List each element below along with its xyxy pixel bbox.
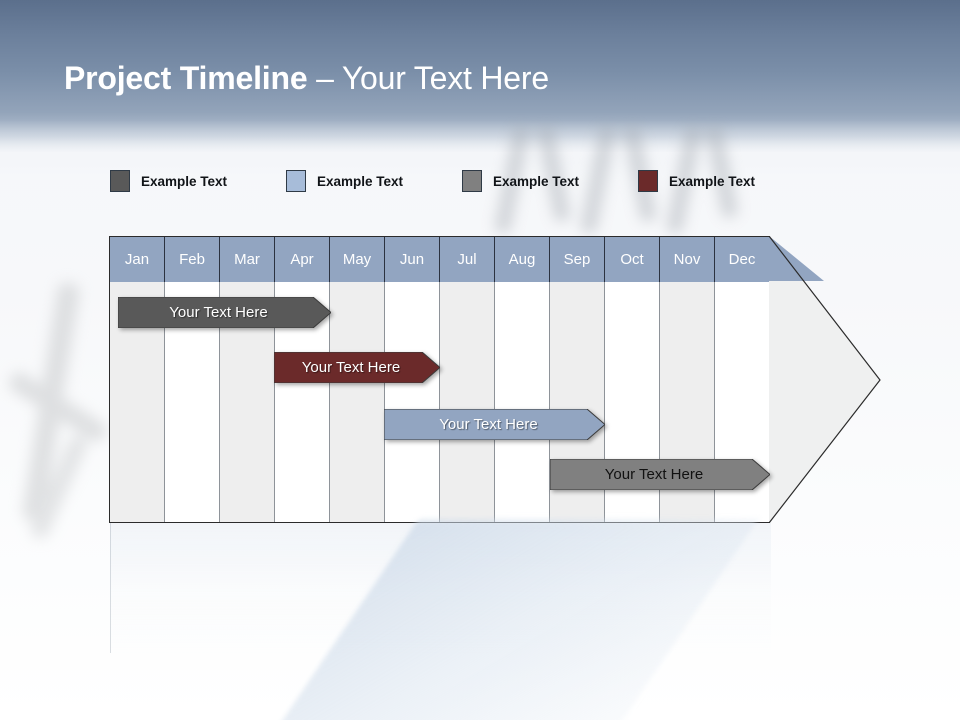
- legend-item-1[interactable]: Example Text: [110, 167, 227, 195]
- task-bar-shape: [550, 459, 770, 490]
- legend-swatch-icon: [462, 170, 482, 192]
- page-title: Project Timeline – Your Text Here: [64, 58, 549, 98]
- month-column-jan: [110, 237, 165, 522]
- month-column-jun: [385, 237, 440, 522]
- task-bar-1[interactable]: Your Text Here: [118, 297, 331, 328]
- task-bar-2[interactable]: Your Text Here: [274, 352, 440, 383]
- legend-swatch-icon: [110, 170, 130, 192]
- task-bar-3[interactable]: Your Text Here: [384, 409, 605, 440]
- legend-label: Example Text: [141, 173, 228, 189]
- task-bar-label: Your Text Here: [604, 466, 704, 483]
- month-column-aug: [495, 237, 550, 522]
- title-light-part: – Your Text Here: [307, 60, 549, 96]
- task-bar-label: Your Text Here: [439, 416, 538, 433]
- task-bar-shape: [384, 409, 605, 440]
- task-bar-shape: [118, 297, 331, 328]
- month-column-feb: [165, 237, 220, 522]
- legend-label: Example Text: [317, 173, 404, 189]
- legend-item-2[interactable]: Example Text: [286, 167, 403, 195]
- legend-item-4[interactable]: Example Text: [638, 167, 755, 195]
- task-bar-label: Your Text Here: [301, 359, 401, 376]
- legend-swatch-icon: [638, 170, 658, 192]
- legend-swatch-icon: [286, 170, 306, 192]
- legend-label: Example Text: [669, 173, 756, 189]
- task-bar-shape: [274, 352, 440, 383]
- month-column-mar: [220, 237, 275, 522]
- month-column-jul: [440, 237, 495, 522]
- task-bar-4[interactable]: Your Text Here: [550, 459, 770, 490]
- legend-label: Example Text: [493, 173, 580, 189]
- task-bar-label: Your Text Here: [169, 304, 268, 321]
- timeline-arrow-head: [769, 236, 881, 524]
- title-strong-part: Project Timeline: [64, 60, 308, 96]
- legend-item-3[interactable]: Example Text: [462, 167, 579, 195]
- month-column-oct: [605, 237, 660, 522]
